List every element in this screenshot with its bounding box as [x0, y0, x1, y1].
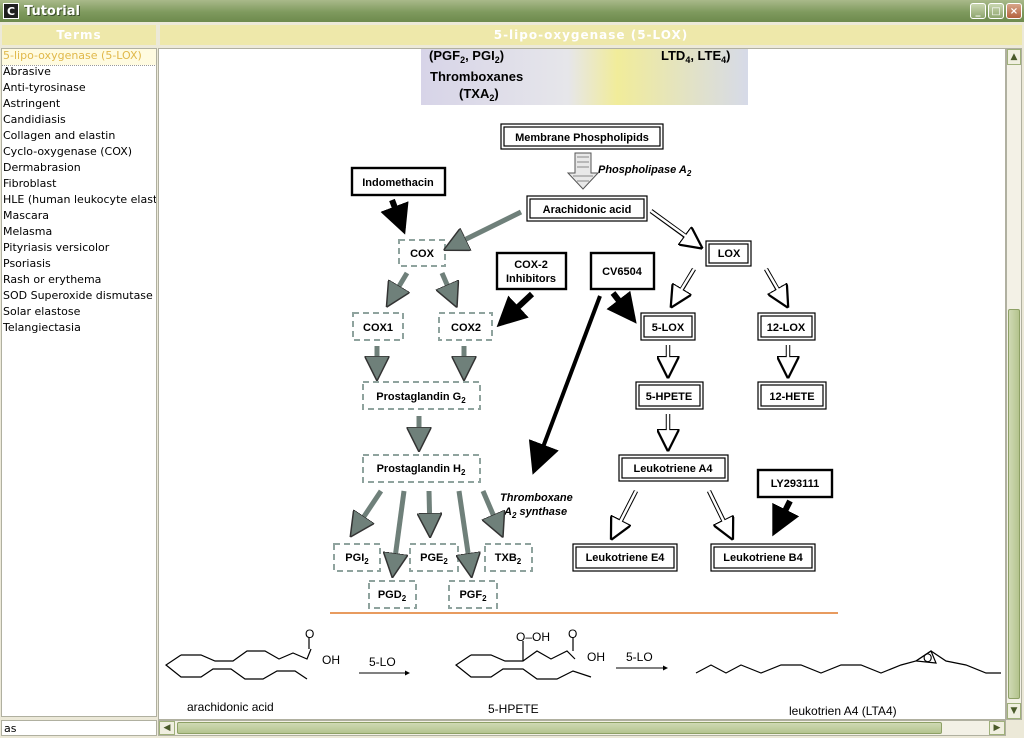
term-item[interactable]: Solar elastose: [3, 305, 81, 318]
svg-text:O: O: [923, 651, 932, 665]
term-item[interactable]: Collagen and elastin: [3, 129, 116, 142]
horizontal-scroll-thumb[interactable]: [177, 722, 942, 734]
term-item[interactable]: Mascara: [3, 209, 50, 222]
svg-text:5-LO: 5-LO: [626, 650, 653, 664]
svg-text:TXB2: TXB2: [495, 552, 522, 566]
search-input[interactable]: [1, 720, 157, 736]
svg-text:O–OH: O–OH: [516, 630, 550, 644]
svg-text:O: O: [305, 627, 314, 641]
svg-text:COX1: COX1: [363, 322, 393, 334]
svg-text:(TXA2): (TXA2): [459, 86, 499, 103]
vertical-scroll-thumb[interactable]: [1008, 309, 1020, 699]
svg-text:PGE2: PGE2: [420, 552, 448, 566]
term-item[interactable]: Anti-tyrosinase: [3, 81, 86, 94]
svg-text:(PGF2, PGI2): (PGF2, PGI2): [429, 49, 504, 65]
scroll-down-icon[interactable]: ▼: [1007, 703, 1021, 719]
svg-text:PGI2: PGI2: [345, 552, 369, 566]
content-header: 5-lipo-oxygenase (5-LOX): [160, 25, 1022, 45]
term-item[interactable]: Candidiasis: [3, 113, 66, 126]
minimize-button[interactable]: _: [970, 3, 986, 19]
top-image: [421, 49, 748, 105]
svg-text:5-HPETE: 5-HPETE: [646, 391, 692, 403]
svg-text:Thromboxanes: Thromboxanes: [430, 69, 523, 84]
svg-text:Prostaglandin G2: Prostaglandin G2: [376, 391, 466, 405]
scroll-left-icon[interactable]: ◀: [159, 721, 175, 735]
svg-text:Indomethacin: Indomethacin: [362, 177, 434, 189]
svg-text:Leukotriene E4: Leukotriene E4: [586, 552, 666, 564]
term-item[interactable]: Cyclo-oxygenase (COX): [3, 145, 133, 158]
close-button[interactable]: ×: [1006, 3, 1022, 19]
term-item[interactable]: Melasma: [3, 225, 53, 238]
svg-text:12-HETE: 12-HETE: [769, 391, 814, 403]
membrane-label: Membrane Phospholipids: [515, 132, 649, 144]
svg-text:OH: OH: [587, 650, 605, 664]
svg-text:COX: COX: [410, 248, 435, 260]
term-item[interactable]: Pityriasis versicolor: [3, 241, 110, 254]
title-bar: C Tutorial _ □ ×: [0, 0, 1024, 22]
window-title: Tutorial: [24, 3, 80, 19]
svg-text:COX2: COX2: [451, 322, 481, 334]
maximize-button[interactable]: □: [988, 3, 1004, 19]
app-icon: C: [3, 3, 19, 19]
content-pane: (PGF2, PGI2) Thromboxanes (TXA2) LTD4, L…: [158, 48, 1006, 720]
svg-text:OH: OH: [322, 653, 340, 667]
svg-text:LTD4, LTE4): LTD4, LTE4): [661, 49, 731, 65]
term-item[interactable]: Abrasive: [3, 65, 51, 78]
term-item[interactable]: Fibroblast: [3, 177, 57, 190]
vertical-scrollbar[interactable]: ▲ ▼: [1006, 48, 1022, 720]
term-item[interactable]: 5-lipo-oxygenase (5-LOX): [2, 49, 156, 66]
svg-text:LOX: LOX: [718, 248, 741, 260]
term-item[interactable]: Psoriasis: [3, 257, 51, 270]
terms-header: Terms: [2, 25, 156, 45]
pathway-diagram: (PGF2, PGI2) Thromboxanes (TXA2) LTD4, L…: [164, 49, 1001, 718]
phospholipase-arrow: [566, 152, 600, 190]
svg-text:Leukotriene A4: Leukotriene A4: [633, 463, 713, 475]
svg-text:5-LOX: 5-LOX: [652, 322, 685, 334]
horizontal-scrollbar[interactable]: ◀ ▶: [158, 720, 1006, 736]
scroll-corner: [1006, 720, 1022, 736]
arachidonic-structure-label: arachidonic acid: [187, 700, 274, 714]
svg-text:PGF2: PGF2: [459, 589, 487, 603]
svg-text:5-LO: 5-LO: [369, 655, 396, 669]
scroll-right-icon[interactable]: ▶: [989, 721, 1005, 735]
hpete-structure-label: 5-HPETE: [488, 702, 539, 716]
svg-text:LY293111: LY293111: [771, 478, 820, 490]
svg-text:CV6504: CV6504: [602, 266, 643, 278]
svg-text:COX-2: COX-2: [514, 259, 548, 271]
arachidonic-label: Arachidonic acid: [543, 204, 632, 216]
term-item[interactable]: Dermabrasion: [3, 161, 81, 174]
svg-text:12-LOX: 12-LOX: [767, 322, 806, 334]
term-item[interactable]: Rash or erythema: [3, 273, 102, 286]
chemical-structures: [164, 637, 1001, 680]
svg-text:Phospholipase A2: Phospholipase A2: [598, 164, 692, 178]
term-item[interactable]: SOD Superoxide dismutase: [3, 289, 153, 302]
svg-text:A2 synthase: A2 synthase: [503, 506, 567, 520]
scroll-up-icon[interactable]: ▲: [1007, 49, 1021, 65]
svg-text:Leukotriene B4: Leukotriene B4: [723, 552, 803, 564]
svg-text:Inhibitors: Inhibitors: [506, 273, 556, 285]
svg-text:PGD2: PGD2: [378, 589, 407, 603]
term-item[interactable]: Astringent: [3, 97, 61, 110]
svg-text:Prostaglandin H2: Prostaglandin H2: [377, 463, 466, 477]
svg-text:O: O: [568, 627, 577, 641]
lta4-structure-label: leukotrien A4 (LTA4): [789, 704, 897, 718]
svg-text:Thromboxane: Thromboxane: [500, 492, 573, 504]
term-item[interactable]: Telangiectasia: [3, 321, 81, 334]
term-item[interactable]: HLE (human leukocyte elastase): [3, 193, 156, 206]
